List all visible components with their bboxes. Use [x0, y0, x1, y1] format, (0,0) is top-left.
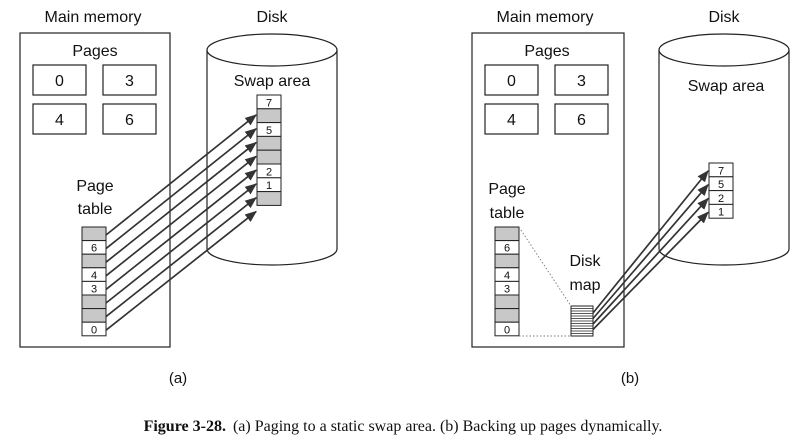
swap-slot-label: 1 [718, 207, 724, 219]
page-frame [554, 64, 609, 96]
swap-slot-label: 1 [266, 180, 272, 192]
page-frame [484, 64, 539, 96]
figure-number: Figure 3-28. [144, 418, 226, 435]
page-table-entry [81, 294, 107, 310]
disk-cylinder [658, 50, 790, 266]
disk-map-label: Disk [569, 253, 601, 270]
page-frame [554, 103, 609, 135]
page-table-entry-label: 6 [91, 243, 97, 255]
swap-slot [708, 203, 734, 219]
page-frame [32, 64, 87, 96]
page-table-entry [494, 226, 520, 242]
page-frame [102, 103, 157, 135]
page-table: 6 4 3 0 [494, 226, 520, 337]
page-arrow [105, 128, 257, 250]
page-table-entry [81, 226, 107, 242]
panel-b: Main memory Disk Pages 0 3 4 6 Page tabl… [471, 9, 790, 387]
figure-caption-text: (a) Paging to a static swap area. (b) Ba… [233, 418, 662, 435]
page-arrow [105, 197, 257, 318]
page-table-label: Page [76, 178, 113, 195]
page-table-entry [81, 321, 107, 337]
page-table-entry [81, 253, 107, 269]
disk-map-arrow [592, 183, 709, 320]
disk-map-arrow [592, 197, 709, 325]
swap-slot [256, 135, 282, 151]
pages-label: Pages [72, 43, 117, 60]
swap-area: 7 5 2 1 [708, 162, 734, 219]
disk-map-arrow [592, 170, 709, 314]
page-table-entry-label: 4 [91, 270, 97, 282]
page-table-entry-label: 4 [504, 270, 510, 282]
page-frame-label: 3 [577, 73, 586, 90]
swap-slot-label: 7 [266, 97, 272, 109]
page-frame-label: 4 [55, 112, 64, 129]
swap-slot-label: 5 [718, 179, 724, 191]
page-arrows [105, 114, 257, 331]
page-table-entry-label: 6 [504, 243, 510, 255]
disk-cylinder-top [206, 33, 338, 67]
disk-label: Disk [256, 9, 288, 26]
figure-caption: Figure 3-28. (a) Paging to a static swap … [144, 418, 663, 435]
disk-map [570, 305, 594, 337]
swap-slot [256, 149, 282, 165]
disk-map-label: map [569, 277, 600, 294]
swap-area: 7 5 2 1 [256, 94, 282, 206]
page-frame [484, 103, 539, 135]
swap-area-label: Swap area [688, 78, 765, 95]
page-frame-label: 0 [507, 73, 516, 90]
page-table-entry-label: 0 [91, 324, 97, 336]
page-frame [102, 64, 157, 96]
page-table-entry [494, 294, 520, 310]
swap-slot [256, 191, 282, 206]
page-table-label: table [490, 205, 525, 222]
page-arrow [105, 141, 257, 263]
page-table-entry-label: 3 [504, 284, 510, 296]
panel-caption: (b) [621, 370, 639, 387]
page-frame-label: 0 [55, 73, 64, 90]
page-arrow [105, 183, 257, 304]
swap-slot-label: 5 [266, 125, 272, 137]
page-table-entry-label: 3 [91, 284, 97, 296]
page-table-entry [494, 308, 520, 323]
page-arrow [105, 169, 257, 291]
page-arrow [105, 210, 257, 331]
page-frame-label: 6 [125, 112, 134, 129]
panel-a: Main memory Disk Pages 0 3 4 6 Page tabl… [19, 9, 338, 387]
main-memory-label: Main memory [45, 9, 142, 26]
page-frame-label: 4 [507, 112, 516, 129]
disk-cylinder-top [658, 33, 790, 67]
disk-label: Disk [708, 9, 740, 26]
page-arrow [105, 114, 257, 236]
page-frame-label: 6 [577, 112, 586, 129]
swap-slot [256, 108, 282, 124]
page-table: 6 4 3 0 [81, 226, 107, 337]
page-table-entry-label: 0 [504, 324, 510, 336]
page-table-label: table [78, 201, 113, 218]
page-table-entry [81, 308, 107, 323]
page-frame [32, 103, 87, 135]
panel-caption: (a) [169, 370, 187, 387]
page-table-entry [494, 321, 520, 337]
disk-map-arrow [592, 211, 709, 331]
swap-slot-label: 7 [718, 165, 724, 177]
main-memory-label: Main memory [497, 9, 594, 26]
swap-area-label: Swap area [234, 73, 311, 90]
pages-label: Pages [524, 43, 569, 60]
swap-slot-label: 2 [266, 166, 272, 178]
page-table-label: Page [488, 181, 525, 198]
swap-slot-label: 2 [718, 193, 724, 205]
page-frame-label: 3 [125, 73, 134, 90]
page-arrow [105, 155, 257, 277]
disk-map-arrows [592, 170, 709, 331]
page-table-entry [494, 253, 520, 269]
